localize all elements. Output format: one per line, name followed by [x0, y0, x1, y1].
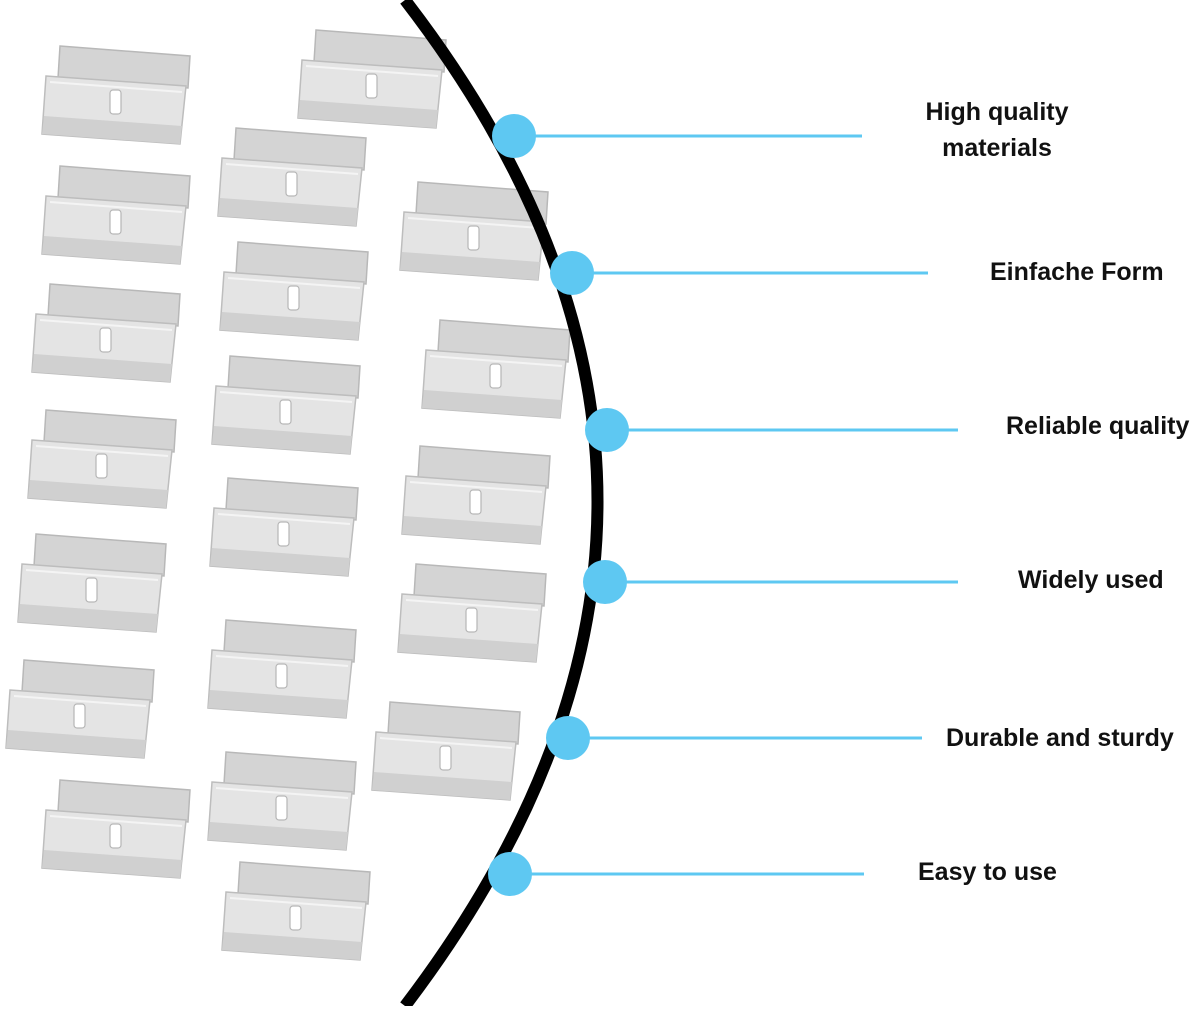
feature-label-widely-used: Widely used	[1018, 566, 1164, 594]
marker-dot	[550, 251, 594, 295]
razor-blade-icon	[211, 355, 361, 455]
razor-blade-icon	[5, 659, 155, 759]
razor-blade-icon	[31, 283, 181, 383]
feature-label-einfache-form: Einfache Form	[990, 258, 1164, 286]
razor-blade-icon	[41, 779, 191, 879]
marker-dot	[585, 408, 629, 452]
razor-blade-icon	[371, 701, 521, 801]
marker-dot	[492, 114, 536, 158]
feature-label-durable-and-sturdy: Durable and sturdy	[946, 724, 1174, 752]
razor-blade-icon	[401, 445, 551, 545]
feature-label-high-quality-materials: High quality materials	[925, 98, 1069, 162]
razor-blade-icon	[397, 563, 547, 663]
razor-blade-icon	[41, 165, 191, 265]
razor-blade-icon	[421, 319, 571, 419]
razor-blade-icon	[217, 127, 367, 227]
feature-label-reliable-quality: Reliable quality	[1006, 412, 1190, 440]
razor-blade-icon	[17, 533, 167, 633]
marker-dot	[583, 560, 627, 604]
razor-blade-icon	[207, 619, 357, 719]
feature-label-easy-to-use: Easy to use	[918, 858, 1057, 886]
razor-blade-icon	[209, 477, 359, 577]
razor-blade-icon	[297, 29, 447, 129]
razor-blade-icon	[221, 861, 371, 961]
razor-blade-icon	[27, 409, 177, 509]
marker-dot	[488, 852, 532, 896]
razor-blade-icon	[207, 751, 357, 851]
razor-blade-icon	[219, 241, 369, 341]
marker-dot	[546, 716, 590, 760]
connector-group	[488, 114, 958, 896]
razor-blade-icon	[41, 45, 191, 145]
blade-cluster	[5, 29, 571, 961]
